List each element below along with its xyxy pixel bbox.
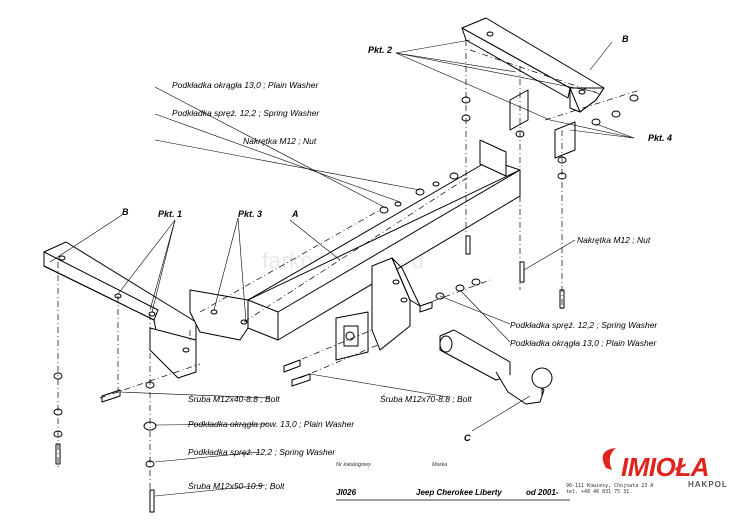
label-spring-washer-bottom: Podkładka spręż. 12,2 ; Spring Washer: [188, 447, 336, 457]
brand-address: 96-111 Kowiesy, Chojnata 23 A tel. +48 4…: [566, 483, 653, 495]
label-spring-washer-top: Podkładka spręż. 12,2 ; Spring Washer: [172, 108, 320, 118]
label-letter-c: C: [464, 433, 471, 443]
brand-sub: HAKPOL: [688, 480, 728, 489]
label-plain-washer-pow: Podkładka okrągła pow. 13,0 ; Plain Wash…: [188, 419, 355, 429]
vehicle-year: od 2001-: [526, 488, 559, 497]
drop-bracket: [371, 257, 421, 351]
label-bolt-m12x70: Śruba M12x70-8.8 ; Bolt: [380, 394, 472, 404]
label-nut-top: Nakrętka M12 ; Nut: [243, 136, 317, 146]
label-pkt2: Pkt. 2: [368, 45, 393, 55]
catalog-number: JI026: [336, 488, 357, 497]
cross-beam-a: [189, 139, 521, 341]
label-plain-washer-right: Podkładka okrągła 13,0 ; Plain Washer: [510, 338, 657, 348]
label-nut-right: Nakrętka M12 ; Nut: [577, 235, 651, 245]
label-pkt3: Pkt. 3: [238, 209, 263, 219]
brand-logo-mark: [602, 448, 616, 470]
brand-name: IMIOŁA: [621, 452, 710, 482]
label-letter-a: A: [292, 209, 299, 219]
label-pkt1: Pkt. 1: [158, 209, 183, 219]
brand-block: IMIOŁA HAKPOL: [596, 452, 750, 522]
leader-lines: [49, 39, 635, 497]
vehicle-name: Jeep Cherokee Liberty: [416, 488, 502, 497]
brand-address-line1: 96-111 Kowiesy, Chojnata 23 A: [566, 483, 654, 489]
label-plain-washer-top: Podkładka okrągła 13,0 ; Plain Washer: [172, 80, 319, 90]
label-pkt4: Pkt. 4: [648, 133, 673, 143]
make-header: Marka: [432, 462, 448, 468]
catalog-header: Nr katalogowy: [336, 462, 371, 468]
label-letter-b-left: B: [122, 207, 129, 217]
label-letter-b-top: B: [622, 34, 629, 44]
bracket-b-left: [43, 241, 197, 379]
brand-address-line2: tel. +48 46 831 75 31: [566, 489, 630, 495]
centerlines: [57, 40, 641, 500]
tow-bar-c: [439, 329, 553, 405]
bracket-b-top-right: [461, 17, 605, 159]
label-bolt-m12x50: Śruba M12x50-10.9 ; Bolt: [188, 481, 285, 491]
label-spring-washer-right: Podkładka spręż. 12,2 ; Spring Washer: [510, 320, 658, 330]
socket-plate: [335, 311, 369, 361]
label-bolt-m12x40: Śruba M12x40-8.8 ; Bolt: [188, 394, 280, 404]
